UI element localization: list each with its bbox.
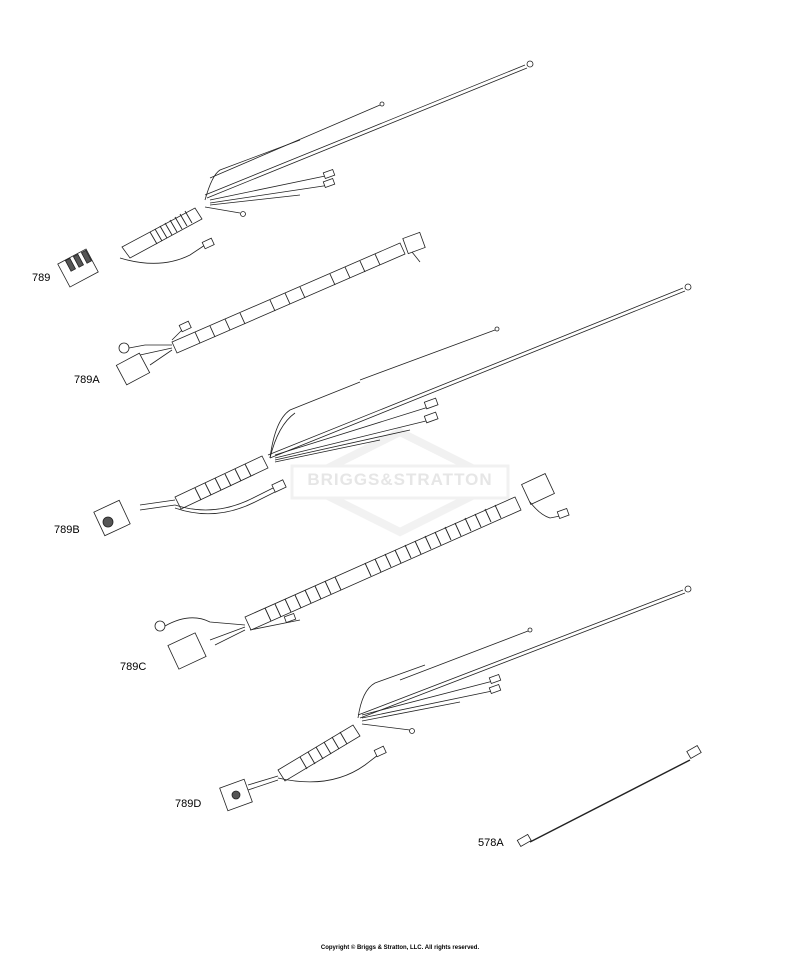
harness-789B[interactable] (93, 283, 692, 537)
part-label-578A: 578A (478, 837, 504, 849)
harness-789D[interactable] (219, 585, 692, 812)
harness-789A[interactable] (115, 231, 426, 386)
copyright-notice: Copyright © Briggs & Stratton, LLC. All … (320, 945, 480, 951)
harness-789C-convolute (264, 504, 502, 622)
harness-789B-convolute (194, 463, 252, 501)
watermark-logo (290, 427, 510, 537)
part-label-789D: 789D (175, 798, 202, 810)
harness-789A-convolute (194, 253, 381, 344)
harness-789D-convolute (299, 731, 348, 770)
harness-789C[interactable] (154, 473, 570, 670)
part-label-789B: 789B (54, 524, 80, 536)
part-label-789A: 789A (74, 374, 100, 386)
harness-789-convolute (149, 210, 193, 245)
watermark-text: BRIGGS&STRATTON (307, 470, 493, 489)
part-label-789: 789 (32, 272, 51, 284)
wire-578A[interactable] (516, 744, 702, 848)
harness-789[interactable] (57, 60, 534, 288)
part-label-789C: 789C (120, 661, 147, 673)
